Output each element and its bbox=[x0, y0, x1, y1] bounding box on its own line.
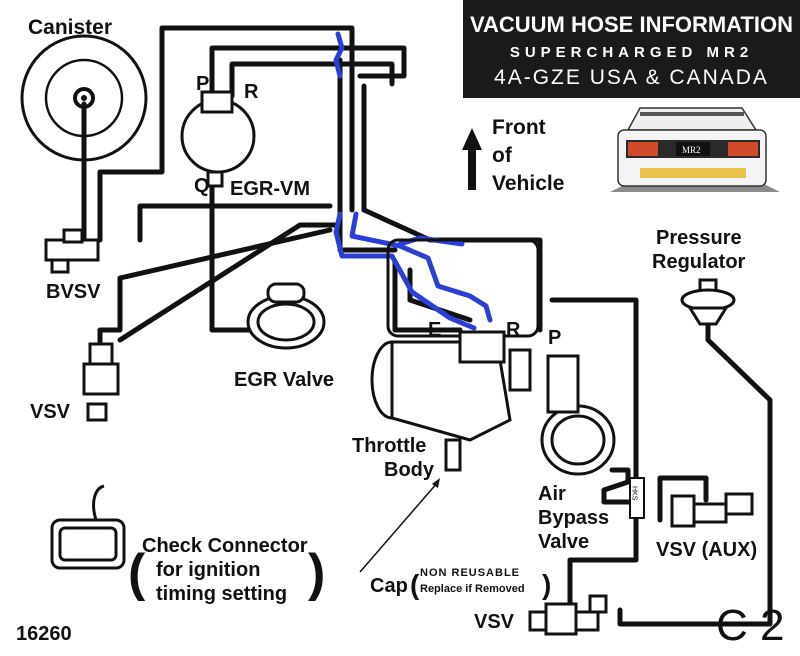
hks-tag bbox=[629, 477, 645, 519]
vsv-label: VSV bbox=[30, 401, 71, 423]
hks-label: HKS bbox=[631, 486, 638, 501]
header-panel: VACUUM HOSE INFORMATION SUPERCHARGED MR2… bbox=[463, 0, 800, 98]
pressure-label-line1: Pressure bbox=[656, 227, 742, 249]
car-plate-label: MR2 bbox=[682, 145, 701, 155]
vsv-left-component bbox=[82, 342, 120, 422]
check-label-line2: for ignition bbox=[156, 559, 260, 581]
header-engine: 4A-GZE USA & CANADA bbox=[494, 66, 769, 89]
cap-paren-left: ( bbox=[410, 569, 420, 600]
port-p-label: P bbox=[196, 73, 209, 95]
port-q-label: Q bbox=[194, 175, 210, 197]
port-e-label: E bbox=[428, 319, 441, 341]
check-paren-right: ) bbox=[308, 544, 325, 602]
port-r-label: R bbox=[244, 81, 259, 103]
throttle-label-line1: Throttle bbox=[352, 435, 426, 457]
bvsv-component bbox=[44, 228, 100, 274]
canister-label: Canister bbox=[28, 16, 112, 39]
highlighted-hoses bbox=[333, 31, 493, 331]
front-label-line2: of bbox=[492, 144, 513, 167]
front-arrow-icon bbox=[462, 128, 482, 190]
car-rear-illustration bbox=[610, 107, 780, 192]
pressure-regulator bbox=[680, 278, 736, 326]
egr-vm-label: EGR-VM bbox=[230, 178, 310, 200]
vsv-aux-label: VSV (AUX) bbox=[656, 539, 757, 561]
throttle-body bbox=[370, 238, 540, 472]
air-label-line3: Valve bbox=[538, 531, 589, 553]
air-bypass-valve bbox=[540, 354, 616, 476]
cap-arrowhead bbox=[432, 478, 440, 488]
vsv-aux-component bbox=[670, 492, 754, 528]
header-subtitle: SUPERCHARGED MR2 bbox=[509, 44, 754, 61]
diagram-code: C 2 bbox=[716, 601, 784, 650]
throttle-label-line2: Body bbox=[384, 459, 435, 481]
egr-vm bbox=[180, 90, 256, 188]
cap-label: Cap bbox=[370, 575, 408, 597]
port-p2-label: P bbox=[548, 327, 561, 349]
canister bbox=[20, 34, 148, 162]
header-title: VACUUM HOSE INFORMATION bbox=[469, 12, 794, 37]
vsv-bottom-label: VSV bbox=[474, 611, 515, 633]
cap-paren-right: ) bbox=[542, 569, 551, 600]
egr-valve-label: EGR Valve bbox=[234, 369, 334, 391]
air-label-line1: Air bbox=[538, 483, 566, 505]
check-connector bbox=[50, 484, 126, 570]
vsv-bottom-component bbox=[528, 594, 608, 636]
front-label-line3: Vehicle bbox=[492, 172, 564, 195]
egr-valve bbox=[246, 282, 326, 350]
part-number: 16260 bbox=[16, 623, 72, 645]
pressure-label-line2: Regulator bbox=[652, 251, 746, 273]
cap-note-line1: NON REUSABLE bbox=[420, 567, 520, 579]
bvsv-label: BVSV bbox=[46, 281, 101, 303]
check-paren-left: ( bbox=[128, 544, 146, 602]
check-label-line3: timing setting bbox=[156, 583, 287, 605]
front-label-line1: Front bbox=[492, 116, 546, 139]
port-r2-label: R bbox=[506, 319, 521, 341]
air-label-line2: Bypass bbox=[538, 507, 609, 529]
check-label-line1: Check Connector bbox=[142, 535, 308, 557]
cap-note-line2: Replace if Removed bbox=[420, 583, 525, 595]
cap-arrow bbox=[359, 481, 439, 573]
